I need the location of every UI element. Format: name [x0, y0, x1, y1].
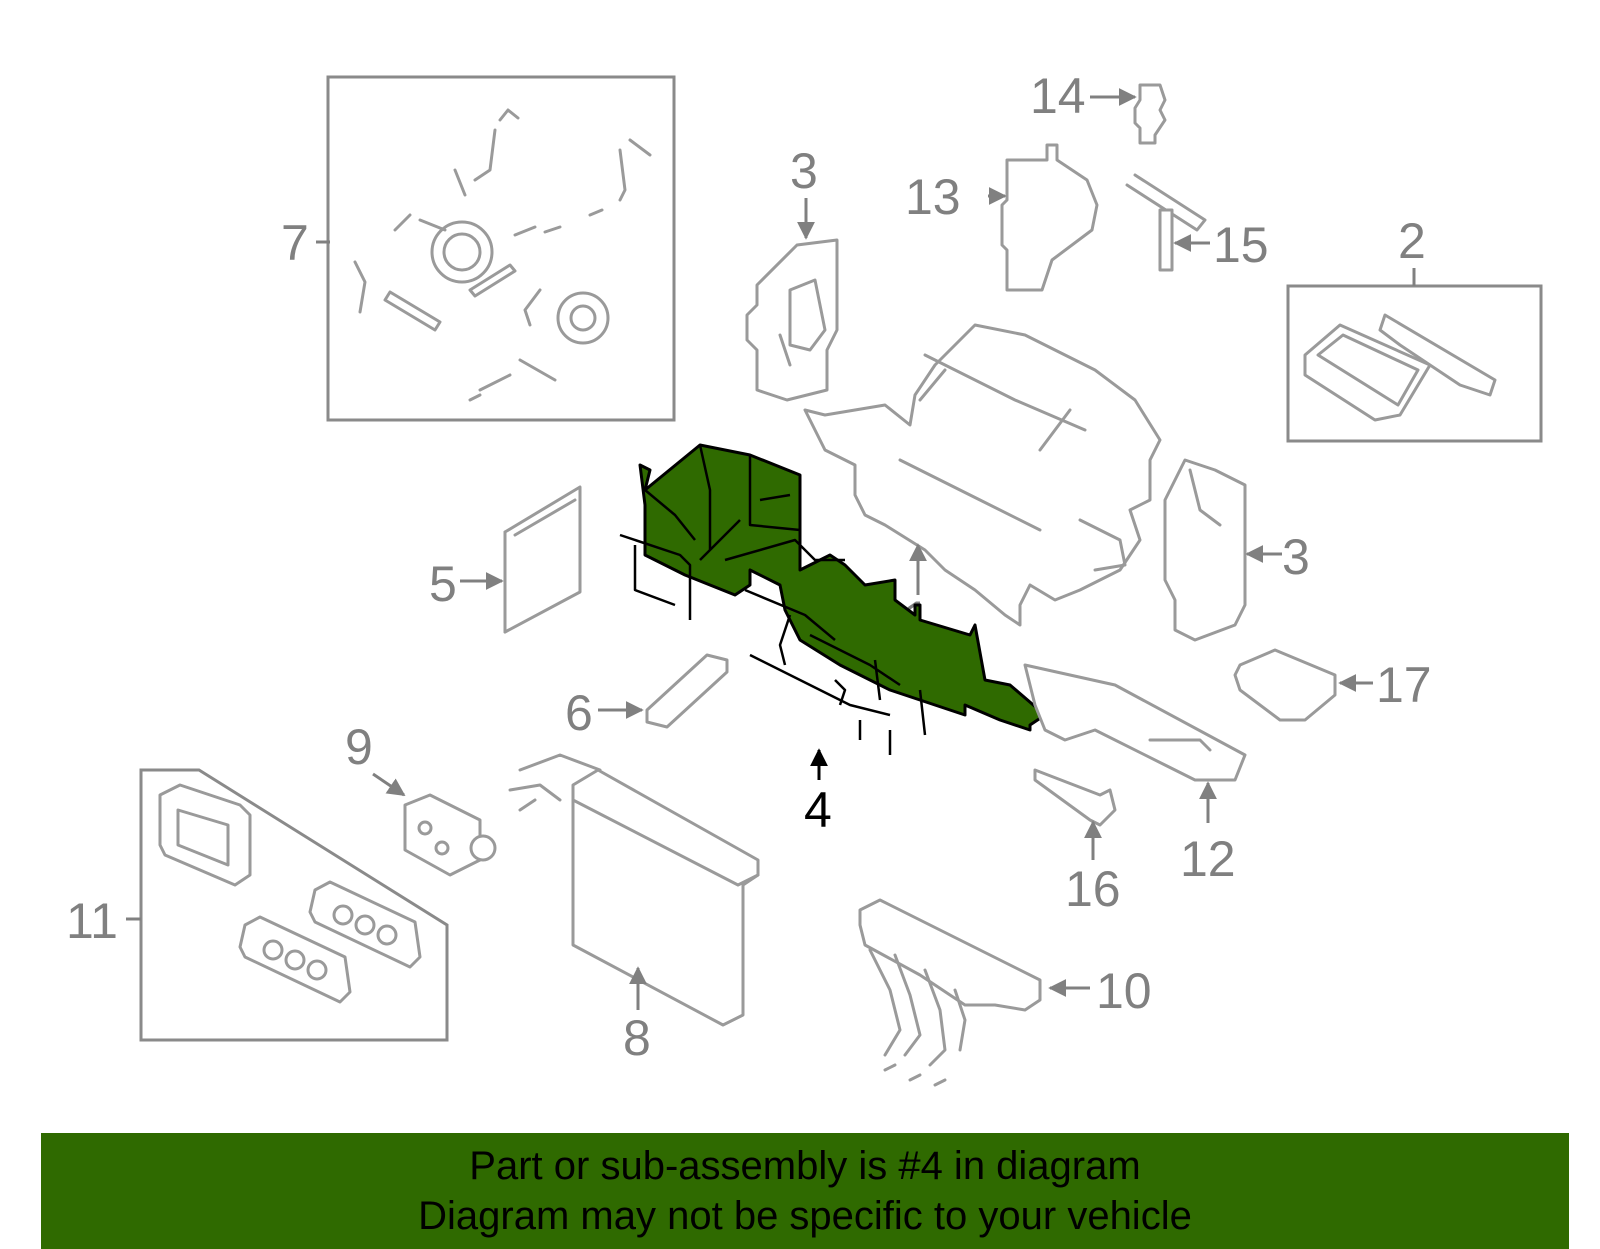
- part-11-kit[interactable]: [139, 768, 449, 1042]
- part-4-highlighted-case[interactable]: [619, 443, 1047, 755]
- banner-line-1: Part or sub-assembly is #4 in diagram: [469, 1144, 1141, 1188]
- callout-5: 5: [429, 556, 457, 612]
- callout-8: 8: [623, 1010, 651, 1066]
- banner-line-2: Diagram may not be specific to your vehi…: [418, 1194, 1192, 1238]
- part-13[interactable]: [1000, 143, 1099, 292]
- callout-6: 6: [565, 685, 593, 741]
- info-banner: Part or sub-assembly is #4 in diagram Di…: [41, 1133, 1569, 1249]
- part-3-left-panel[interactable]: [745, 238, 839, 402]
- callout-10: 10: [1096, 963, 1152, 1019]
- callout-3-right: 3: [1282, 529, 1310, 585]
- part-14[interactable]: [1133, 83, 1167, 145]
- callout-15: 15: [1213, 217, 1269, 273]
- part-7-kit[interactable]: [326, 75, 676, 422]
- callout-7: 7: [281, 215, 309, 271]
- part-5-filter[interactable]: [503, 485, 582, 634]
- part-12-duct[interactable]: [1023, 663, 1247, 782]
- part-17[interactable]: [1233, 648, 1337, 722]
- callout-17: 17: [1376, 657, 1432, 713]
- part-3-right-panel[interactable]: [1163, 458, 1247, 642]
- callout-11: 11: [66, 893, 118, 949]
- part-16[interactable]: [1033, 768, 1117, 827]
- part-1-housing[interactable]: [803, 323, 1162, 627]
- callout-13: 13: [905, 169, 961, 225]
- callout-3-upper: 3: [790, 143, 818, 199]
- callout-4: 4: [804, 782, 832, 838]
- callout-14: 14: [1030, 68, 1086, 124]
- callout-9: 9: [345, 719, 373, 775]
- part-9-valve[interactable]: [403, 793, 497, 877]
- part-6-seal[interactable]: [645, 653, 729, 729]
- callout-16: 16: [1065, 861, 1121, 917]
- part-2-kit[interactable]: [1286, 284, 1543, 443]
- part-15[interactable]: [1125, 173, 1207, 272]
- callout-2: 2: [1398, 213, 1426, 269]
- callout-12: 12: [1180, 831, 1236, 887]
- part-10-heater-core[interactable]: [858, 898, 1042, 1087]
- part-8-evaporator[interactable]: [508, 753, 760, 1027]
